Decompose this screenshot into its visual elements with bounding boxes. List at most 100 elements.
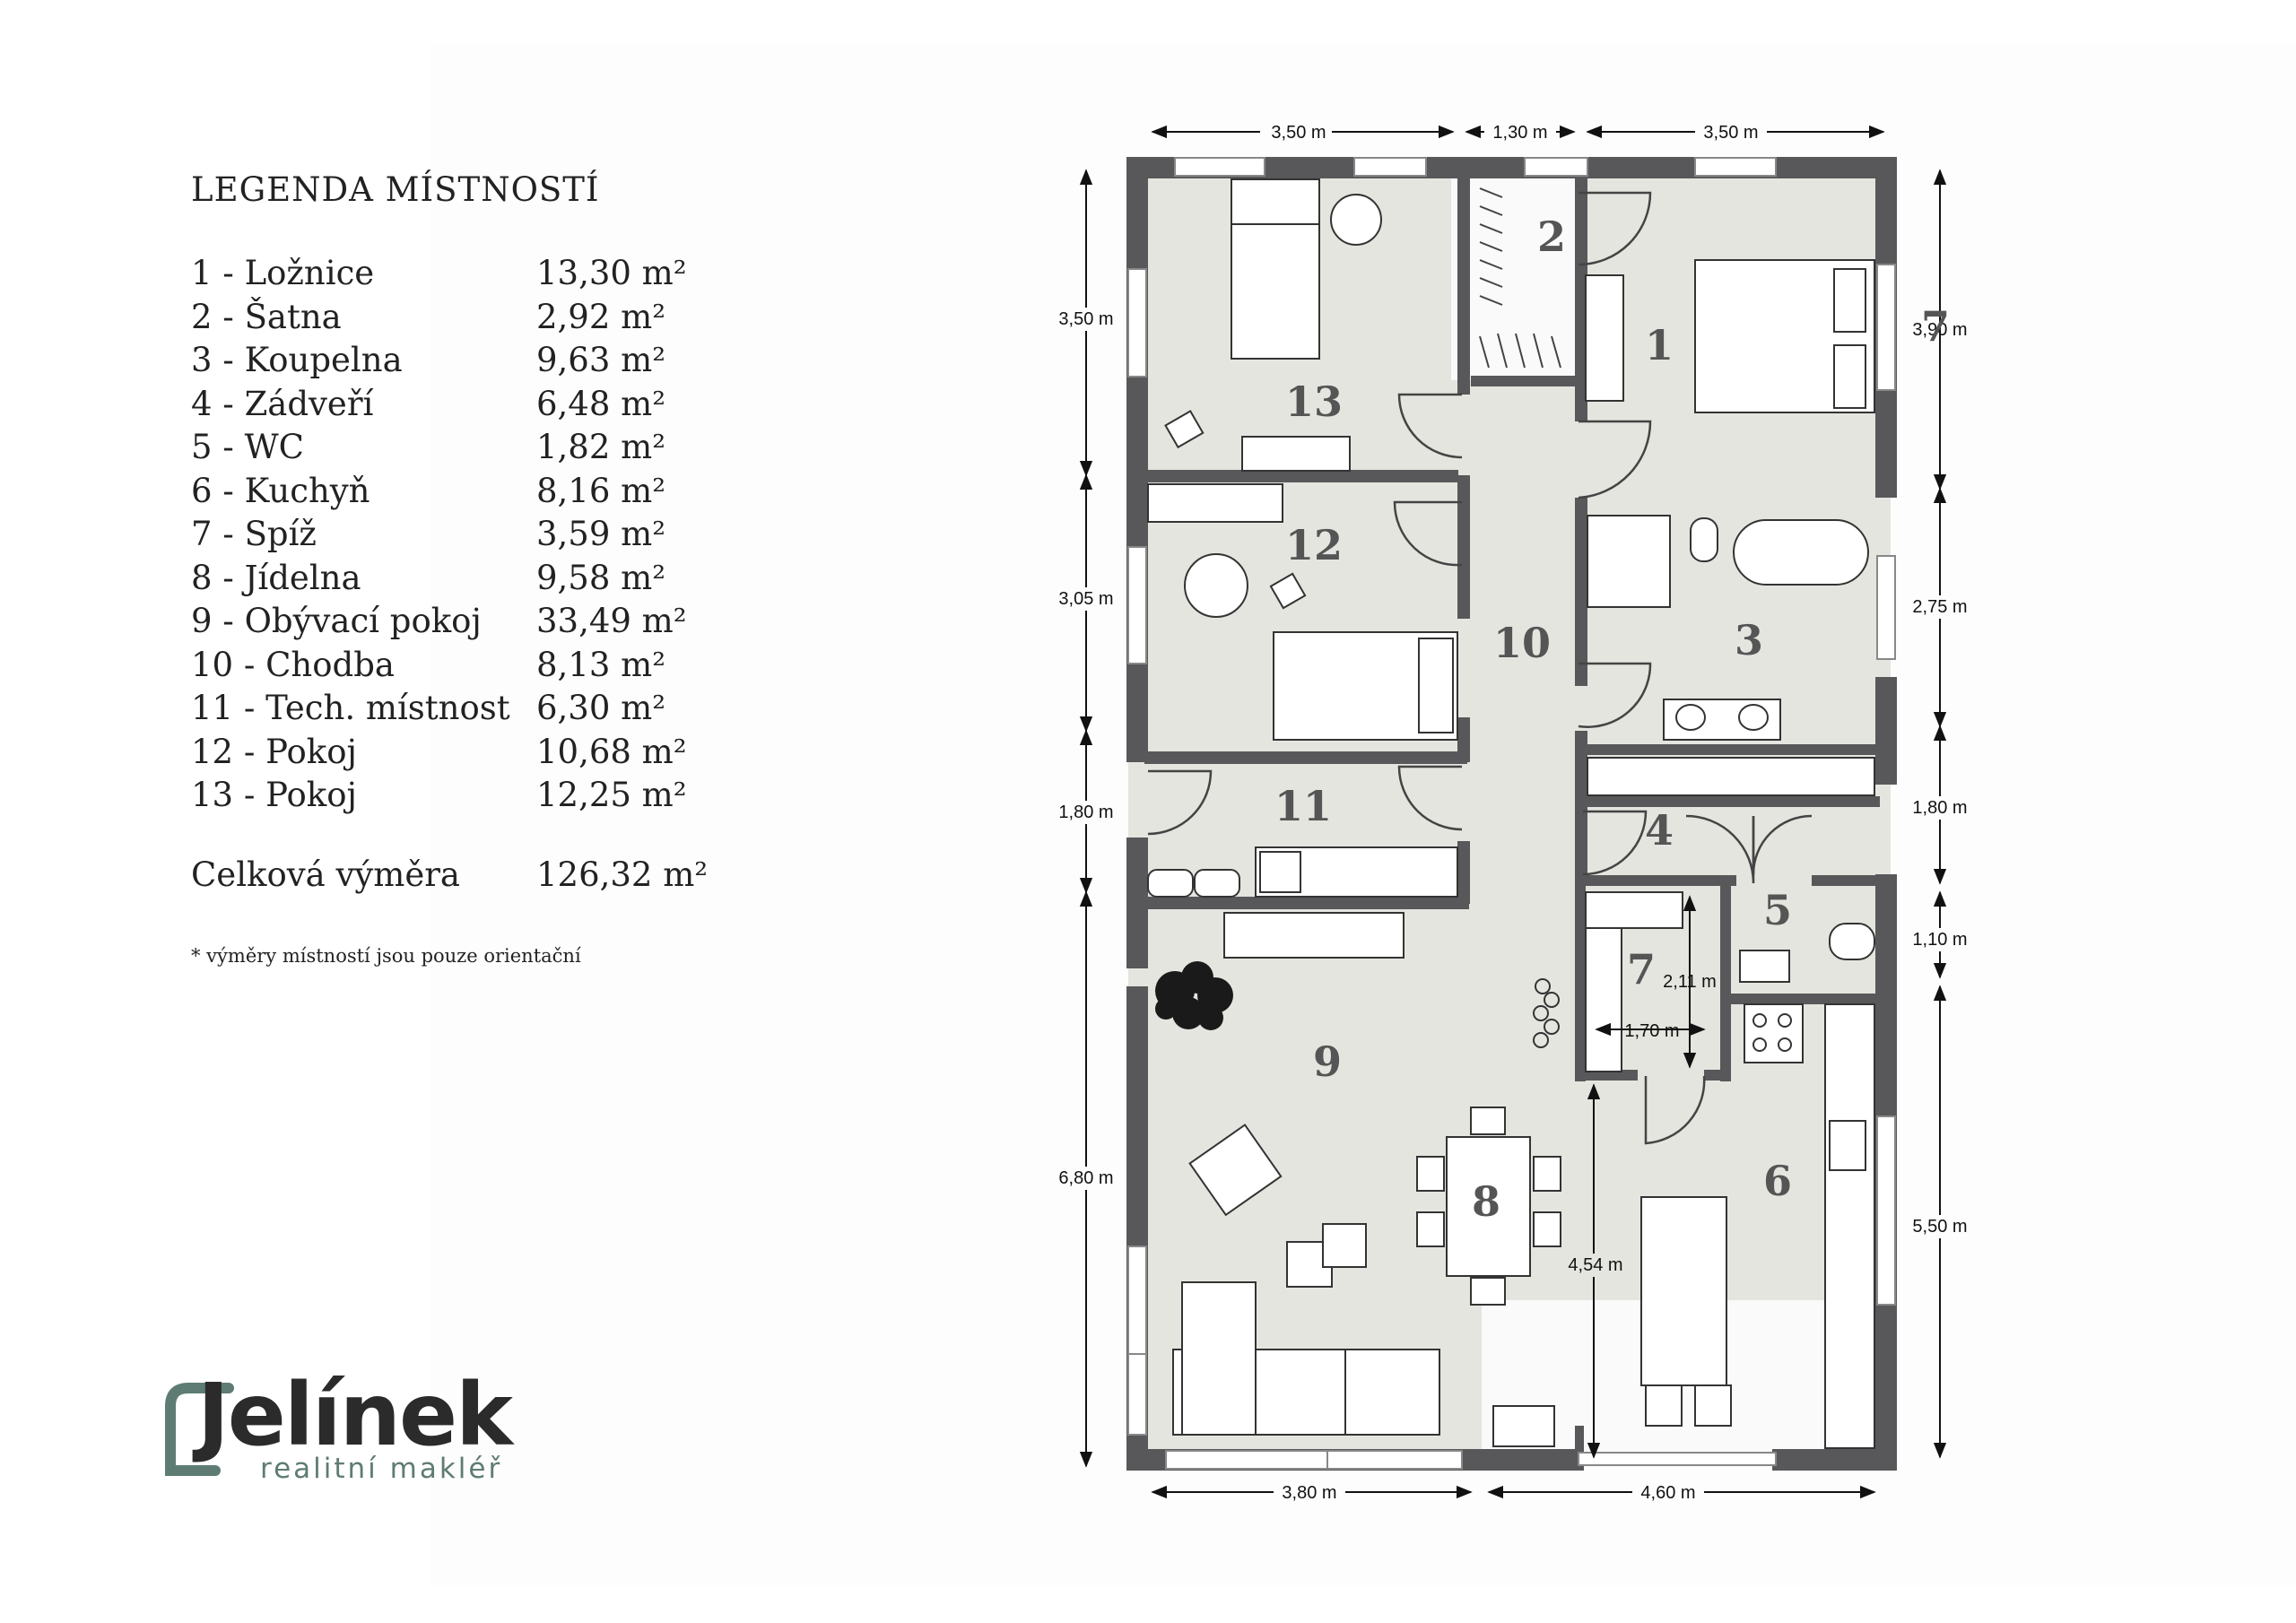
legend-row: 7 - Spíž 3,59 m²: [191, 513, 819, 557]
room-number-11: 11: [1274, 782, 1332, 830]
room-area: 13,30 m²: [536, 254, 687, 292]
room-number-5: 5: [1763, 886, 1792, 934]
room-numbers: 1 2 3 4 5 6 7 8 9 10 11 12 13 7: [1274, 213, 1950, 1226]
desk-room-13: [1241, 436, 1351, 472]
furniture: [1147, 178, 1875, 1449]
door-swings: [1147, 191, 1813, 1145]
dim-right-2: 2,75 m: [1912, 597, 1967, 617]
room-name: 10 - Chodba: [191, 645, 395, 684]
dim-right-5: 5,50 m: [1912, 1217, 1967, 1237]
total-label: Celková výměra: [191, 855, 460, 894]
legend-row: 9 - Obývací pokoj 33,49 m²: [191, 600, 819, 644]
legend-row: 1 - Ložnice 13,30 m²: [191, 252, 819, 296]
room-area: 12,25 m²: [536, 776, 687, 814]
dim-pantry-w: 1,70 m: [1624, 1021, 1679, 1041]
room-area: 9,58 m²: [536, 558, 666, 597]
armchair: [1188, 1124, 1283, 1217]
room-number-3: 3: [1735, 616, 1763, 664]
room-area: 8,16 m²: [536, 471, 666, 510]
dresser-room-1: [1585, 274, 1624, 402]
room-name: 8 - Jídelna: [191, 558, 361, 597]
side-unit: [1492, 1405, 1555, 1447]
room-number-1: 1: [1645, 321, 1674, 369]
hall-wardrobe: [1587, 757, 1875, 796]
room-area: 3,59 m²: [536, 515, 666, 553]
room-area: 6,48 m²: [536, 384, 666, 423]
dim-right-3: 1,80 m: [1912, 798, 1967, 818]
legend-row: 5 - WC 1,82 m²: [191, 426, 819, 470]
room-name: 7 - Spíž: [191, 515, 317, 553]
shower: [1587, 515, 1671, 608]
legend-row: 12 - Pokoj 10,68 m²: [191, 731, 819, 775]
plant-icon: [1533, 978, 1560, 1048]
dim-pantry-h: 2,11 m: [1663, 972, 1717, 992]
room-name: 9 - Obývací pokoj: [191, 602, 482, 640]
bathtub: [1733, 519, 1869, 586]
room-name: 1 - Ložnice: [191, 254, 375, 292]
tv-console: [1223, 912, 1405, 959]
dining-table: [1446, 1136, 1531, 1277]
room-number-9: 9: [1313, 1037, 1342, 1086]
room-name: 6 - Kuchyň: [191, 471, 370, 510]
room-number-13: 13: [1285, 378, 1343, 426]
room-area: 6,30 m²: [536, 689, 666, 727]
room-name: 13 - Pokoj: [191, 776, 357, 814]
legend-row: 13 - Pokoj 12,25 m²: [191, 774, 819, 818]
dim-top-mid: 1,30 m: [1492, 123, 1547, 143]
room-number-12: 12: [1285, 521, 1343, 569]
brand-logo: Jelínek realitní makléř: [161, 1365, 574, 1488]
kitchen-counter: [1824, 1003, 1875, 1449]
room-name: 4 - Zádveří: [191, 384, 374, 423]
plant-icon: [1155, 961, 1233, 1030]
room-name: 2 - Šatna: [191, 297, 342, 336]
room-name: 5 - WC: [191, 428, 304, 466]
dim-right-4: 1,10 m: [1912, 930, 1967, 950]
dim-left-4: 6,80 m: [1058, 1168, 1113, 1188]
room-number-6: 6: [1763, 1157, 1792, 1205]
room-area: 10,68 m²: [536, 732, 687, 771]
legend-total: Celková výměra 126,32 m²: [191, 854, 819, 897]
legend-title: LEGENDA MÍSTNOSTÍ: [191, 170, 600, 209]
dim-left-1: 3,50 m: [1058, 309, 1113, 329]
logo-mark-icon: [165, 1383, 234, 1476]
room-area: 2,92 m²: [536, 297, 666, 336]
dimension-labels: 3,50 m 1,30 m 3,50 m 3,50 m 3,05 m 1,80 …: [1052, 120, 1976, 1504]
room-legend: LEGENDA MÍSTNOSTÍ 1 - Ložnice 13,30 m² 2 …: [191, 170, 819, 967]
walls: [1126, 157, 1897, 1471]
stove: [1744, 1003, 1804, 1063]
dim-left-3: 1,80 m: [1058, 803, 1113, 822]
room-name: 3 - Koupelna: [191, 341, 403, 379]
room-number-7: 7: [1627, 945, 1656, 994]
room-name: 12 - Pokoj: [191, 732, 357, 771]
legend-note: * výměry místností jsou pouze orientační: [191, 944, 581, 967]
room-number-4: 4: [1645, 806, 1674, 855]
legend-row: 4 - Zádveří 6,48 m²: [191, 383, 819, 427]
room-number-7-edge: 7: [1921, 302, 1950, 351]
wc-basin: [1739, 950, 1790, 983]
round-table-room-12: [1184, 553, 1248, 618]
dim-right-1: 3,90 m: [1912, 320, 1967, 340]
kitchen-island: [1640, 1196, 1727, 1386]
logo-subtitle: realitní makléř: [260, 1453, 503, 1485]
dim-top-left: 3,50 m: [1271, 123, 1326, 143]
legend-row: 3 - Koupelna 9,63 m²: [191, 339, 819, 383]
ottoman-2: [1322, 1223, 1367, 1268]
windows: [1127, 157, 1896, 1470]
legend-row: 8 - Jídelna 9,58 m²: [191, 557, 819, 601]
room-number-10: 10: [1493, 619, 1551, 667]
room-area: 9,63 m²: [536, 341, 666, 379]
room-area: 33,49 m²: [536, 602, 687, 640]
legend-row: 2 - Šatna 2,92 m²: [191, 296, 819, 340]
dim-bottom-right: 4,60 m: [1640, 1483, 1695, 1503]
dim-left-2: 3,05 m: [1058, 589, 1113, 609]
round-chair: [1330, 194, 1382, 246]
wc-toilet: [1829, 923, 1875, 960]
room-number-2: 2: [1537, 213, 1566, 261]
dim-top-right: 3,50 m: [1703, 123, 1758, 143]
room-area: 1,82 m²: [536, 428, 666, 466]
legend-list: 1 - Ložnice 13,30 m² 2 - Šatna 2,92 m² 3 -…: [191, 252, 819, 818]
legend-row: 6 - Kuchyň 8,16 m²: [191, 470, 819, 514]
